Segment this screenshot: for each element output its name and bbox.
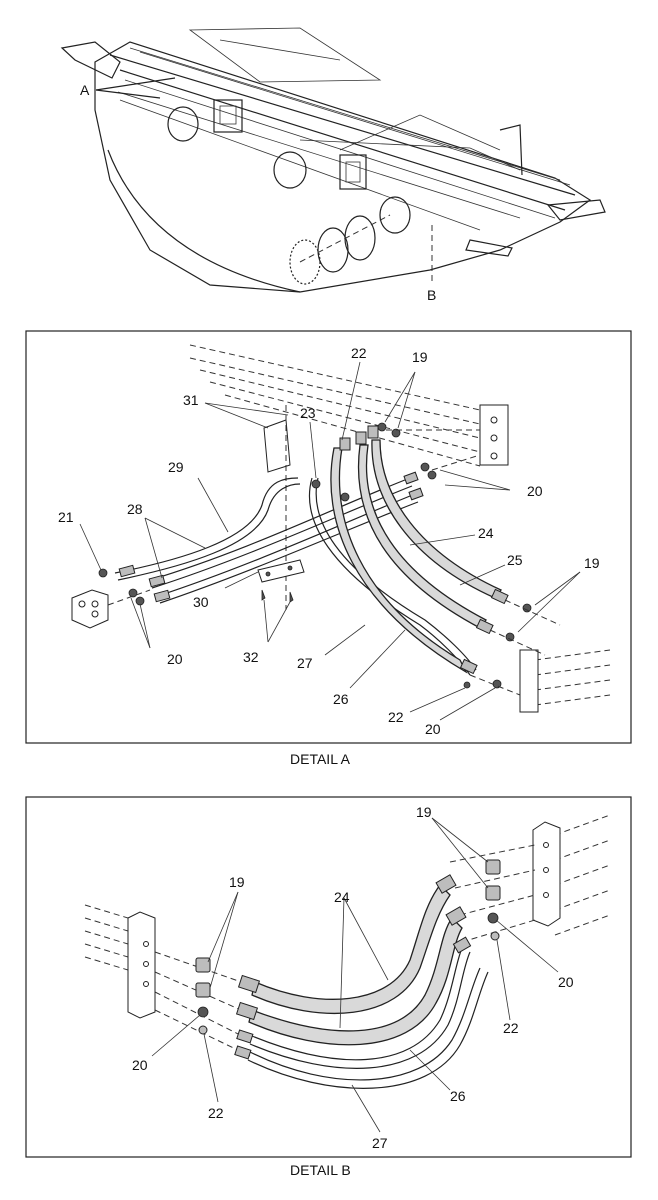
- fitting-19-right-a: [485, 859, 501, 875]
- hose-24-lower: [248, 916, 463, 1046]
- callout-22-bottom: 22: [388, 709, 404, 725]
- detail-a-caption: DETAIL A: [290, 751, 351, 767]
- callout-a: A: [80, 82, 90, 98]
- callout-20-left: 20: [167, 651, 183, 667]
- hose-29: [114, 477, 299, 574]
- detail-b-leaders: [151, 817, 559, 1133]
- callout-20-bottom: 20: [425, 721, 441, 737]
- callout-20-right: 20: [527, 483, 543, 499]
- detail-b-left-fittings: [195, 957, 211, 1035]
- detail-b-right-beam: [532, 814, 611, 936]
- detail-b-caption: DETAIL B: [290, 1162, 351, 1178]
- callout-27: 27: [372, 1135, 388, 1151]
- detail-a-hoses: [114, 425, 509, 676]
- callout-21: 21: [58, 509, 74, 525]
- fitting-19-left-b: [195, 982, 211, 998]
- screw-32a: [261, 589, 266, 601]
- detail-a-manifold-block: [71, 589, 109, 629]
- callout-31: 31: [183, 392, 199, 408]
- hose-26: [251, 947, 463, 1061]
- callout-26: 26: [450, 1088, 466, 1104]
- callout-a-leader: [95, 77, 176, 91]
- callout-22-top: 22: [351, 345, 367, 361]
- callout-24: 24: [478, 525, 494, 541]
- hose-26: [330, 447, 468, 674]
- screw-32b: [289, 591, 294, 603]
- callout-22-left: 22: [208, 1105, 224, 1121]
- hose-25: [357, 444, 487, 629]
- fitting-22-left: [198, 1025, 208, 1035]
- fitting-20-right: [487, 912, 499, 924]
- detail-a-leaders: [79, 361, 581, 721]
- callout-19-right: 19: [416, 804, 432, 820]
- callout-32: 32: [243, 649, 259, 665]
- callout-23: 23: [300, 405, 316, 421]
- callout-19-left: 19: [229, 874, 245, 890]
- detail-a-fittings: [98, 422, 561, 696]
- callout-29: 29: [168, 459, 184, 475]
- callout-20-left: 20: [132, 1057, 148, 1073]
- fitting-19-right-b: [485, 885, 501, 901]
- callout-22-right: 22: [503, 1020, 519, 1036]
- detail-b-frame: [25, 796, 632, 1158]
- callout-30: 30: [193, 594, 209, 610]
- fitting-20-left: [197, 1006, 209, 1018]
- callout-19-right: 19: [584, 555, 600, 571]
- detail-a-frame: [25, 330, 632, 744]
- boom-assembly-overview: A B: [60, 27, 606, 303]
- fitting-22-right: [490, 931, 500, 941]
- callout-28: 28: [127, 501, 143, 517]
- callout-19-top: 19: [412, 349, 428, 365]
- hose-27: [249, 967, 481, 1081]
- clamp-plate-30: [257, 559, 305, 583]
- fitting-21: [98, 568, 108, 578]
- detail-a-top-beam: [189, 344, 509, 467]
- callout-25: 25: [507, 552, 523, 568]
- detail-a-bottom-beam: [519, 649, 611, 713]
- detail-b-right-fittings: [485, 859, 501, 941]
- callout-24: 24: [334, 889, 350, 905]
- fitting-19-left-a: [195, 957, 211, 973]
- detail-b-left-beam: [84, 904, 156, 1019]
- callout-b: B: [427, 287, 436, 303]
- hose-24-upper: [251, 884, 451, 1015]
- detail-b-hoses: [234, 874, 489, 1089]
- callout-20-right: 20: [558, 974, 574, 990]
- callout-26: 26: [333, 691, 349, 707]
- detail-b: 19 19 24 20 22 20 26 22 27 DETAIL B: [25, 796, 632, 1178]
- detail-a: 22 19 31 23 29 20 21 28 24 25 19 30 20 3…: [25, 330, 632, 767]
- callout-27: 27: [297, 655, 313, 671]
